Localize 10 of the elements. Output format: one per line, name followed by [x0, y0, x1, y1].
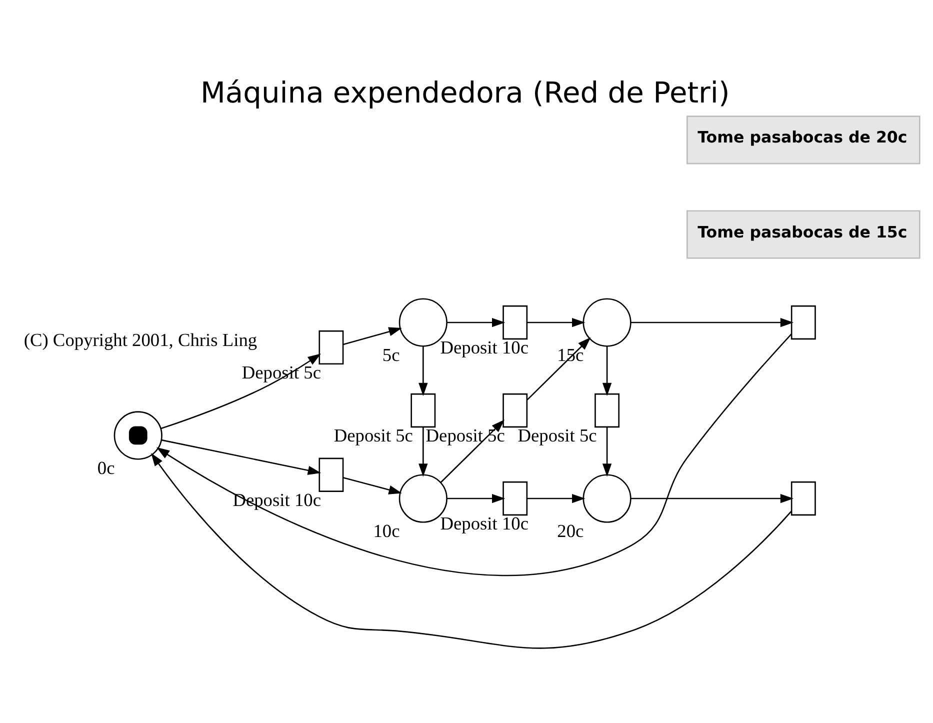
node-label: 10c — [373, 520, 400, 541]
node-label: 20c — [557, 520, 584, 541]
node-label: Deposit 10c — [440, 514, 529, 534]
label: (C) Copyright 2001, Chris Ling — [24, 330, 258, 350]
node-label: Deposit 5c — [518, 426, 597, 446]
node-label: Deposit 5c — [334, 426, 413, 446]
diagram-title: Máquina expendedora (Red de Petri) — [200, 76, 730, 110]
node-label: 0c — [97, 458, 115, 478]
node-label: 5c — [382, 344, 400, 365]
node-label: Deposit 10c — [440, 338, 529, 358]
